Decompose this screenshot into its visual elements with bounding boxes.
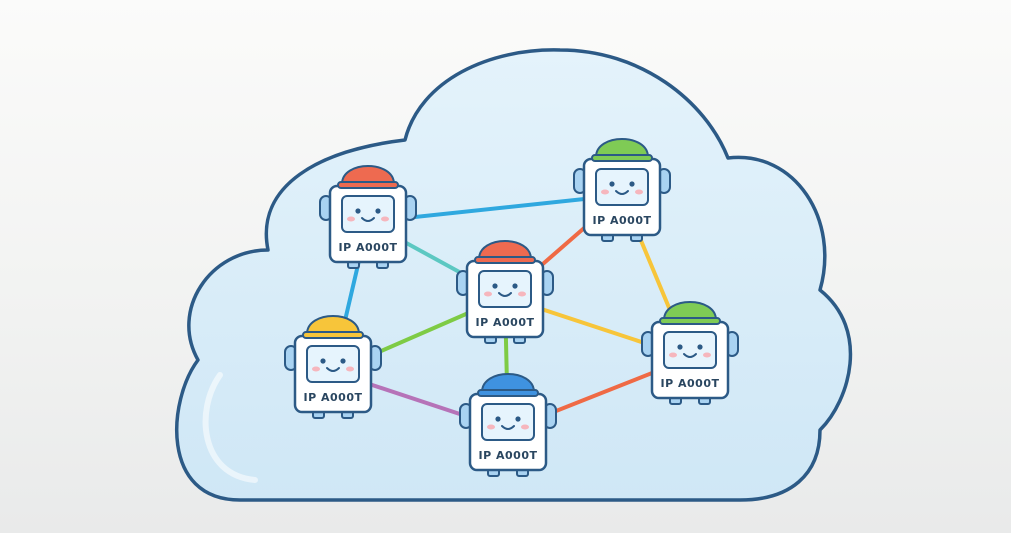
- smiley-face-icon: [484, 283, 526, 297]
- robot-node[interactable]: IP A000T: [319, 165, 417, 269]
- robot-node[interactable]: IP A000T: [456, 240, 554, 344]
- red-hard-hat-icon: [474, 240, 536, 264]
- robot-screen: [306, 345, 360, 383]
- robot-label: IP A000T: [661, 377, 720, 390]
- smiley-face-icon: [669, 344, 711, 358]
- robot-screen: [663, 331, 717, 369]
- robot-node[interactable]: IP A000T: [459, 373, 557, 477]
- robot-label: IP A000T: [476, 316, 535, 329]
- red-hard-hat-icon: [337, 165, 399, 189]
- robot-label: IP A000T: [304, 391, 363, 404]
- blue-hard-hat-icon: [477, 373, 539, 397]
- robot-screen: [478, 270, 532, 308]
- robot-label: IP A000T: [479, 449, 538, 462]
- yellow-hard-hat-icon: [302, 315, 364, 339]
- green-hard-hat-icon: [659, 301, 721, 325]
- robot-label: IP A000T: [593, 214, 652, 227]
- robot-node[interactable]: IP A000T: [573, 138, 671, 242]
- smiley-face-icon: [347, 208, 389, 222]
- robot-screen: [595, 168, 649, 206]
- robot-node[interactable]: IP A000T: [641, 301, 739, 405]
- robot-screen: [341, 195, 395, 233]
- robot-nodes: IP A000T IP A000T IP A000T IP A000T IP A000T…: [284, 138, 739, 477]
- green-hard-hat-icon: [591, 138, 653, 162]
- robot-node[interactable]: IP A000T: [284, 315, 382, 419]
- smiley-face-icon: [312, 358, 354, 372]
- robot-screen: [481, 403, 535, 441]
- robot-label: IP A000T: [339, 241, 398, 254]
- smiley-face-icon: [601, 181, 643, 195]
- smiley-face-icon: [487, 416, 529, 430]
